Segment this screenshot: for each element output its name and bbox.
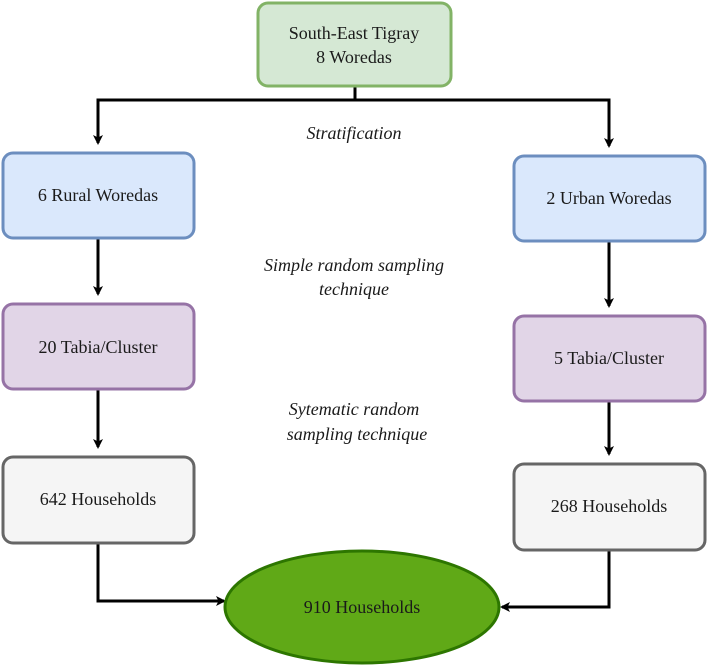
label-systematic-random-line2: sampling technique <box>287 424 427 444</box>
node-south-east-tigray: South-East Tigray 8 Woredas <box>256 1 453 88</box>
node-urban-woredas-label: 2 Urban Woredas <box>546 188 671 208</box>
node-rural-households: 642 Households <box>1 455 196 545</box>
label-simple-random-line2: technique <box>319 279 389 299</box>
arrow-top-to-urban <box>355 98 614 148</box>
node-total-households-label: 910 Households <box>304 597 421 617</box>
node-rural-tabia: 20 Tabia/Cluster <box>1 302 196 391</box>
node-south-east-tigray-line1: South-East Tigray <box>289 23 420 43</box>
node-rural-households-label: 642 Households <box>40 489 157 509</box>
connectors <box>93 86 614 612</box>
node-urban-woredas: 2 Urban Woredas <box>512 154 707 243</box>
arrow-top-to-rural <box>93 86 357 145</box>
label-simple-random-line1: Simple random sampling <box>264 255 444 275</box>
node-urban-tabia: 5 Tabia/Cluster <box>512 314 707 403</box>
arrow-rural-households-to-total <box>96 543 226 606</box>
node-south-east-tigray-line2: 8 Woredas <box>316 47 392 67</box>
node-rural-woredas: 6 Rural Woredas <box>1 151 196 240</box>
node-urban-households-label: 268 Households <box>551 496 668 516</box>
node-urban-tabia-label: 5 Tabia/Cluster <box>554 348 664 368</box>
node-rural-woredas-label: 6 Rural Woredas <box>38 185 158 205</box>
node-total-households: 910 Households <box>223 549 501 665</box>
node-urban-households: 268 Households <box>512 462 707 552</box>
label-stratification: Stratification <box>306 123 401 143</box>
arrow-urban-households-to-total <box>500 550 611 612</box>
label-systematic-random-line1: Sytematic random <box>289 399 419 419</box>
node-rural-tabia-label: 20 Tabia/Cluster <box>39 337 158 357</box>
